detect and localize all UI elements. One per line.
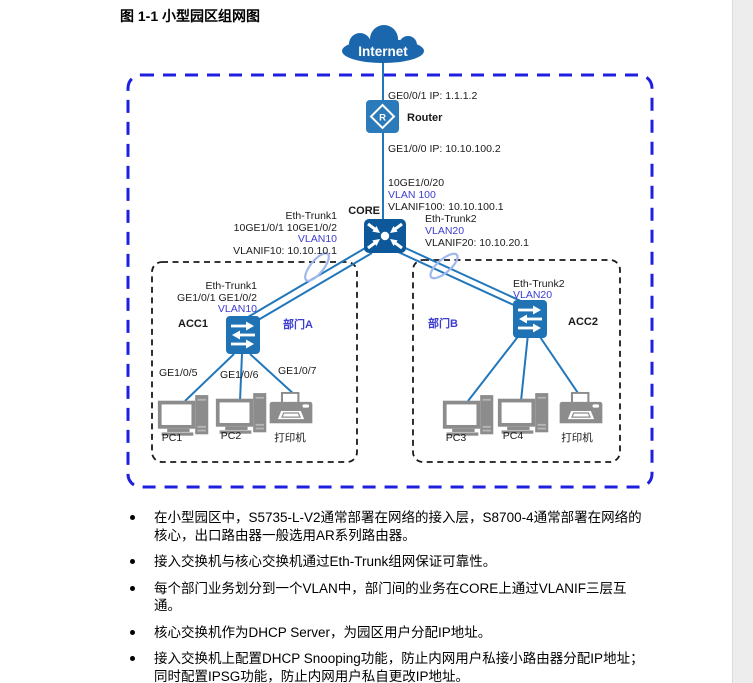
core-uplink-vlanif-label: VLANIF100: 10.10.100.1 [388, 201, 504, 213]
notes-list: 在小型园区中，S5735-L-V2通常部署在网络的接入层，S8700-4通常部署… [128, 509, 644, 683]
page-side-gutter [732, 0, 753, 683]
acc1-vlan-label: VLAN10 [218, 303, 257, 315]
core-name-label: CORE [348, 205, 380, 217]
acc1-port-ge107-label: GE1/0/7 [278, 365, 317, 377]
core-trunk1-vlan-label: VLAN10 [298, 233, 337, 245]
link-acc2-pc4 [520, 333, 529, 402]
core-trunk1-ports-label: 10GE1/0/1 10GE1/0/2 [234, 222, 337, 234]
acc1-port-ge106-label: GE1/0/6 [220, 369, 259, 381]
svg-text:R: R [379, 113, 386, 124]
bullet-icon [130, 656, 135, 661]
acc1-ports-label: GE1/0/1 GE1/0/2 [177, 292, 257, 304]
router-name-label: Router [407, 112, 443, 124]
network-links [184, 58, 581, 402]
pc4-label: PC4 [503, 430, 524, 442]
core-uplink-port-label: 10GE1/0/20 [388, 177, 444, 189]
core-trunk2-name-label: Eth-Trunk2 [425, 213, 477, 225]
acc1-switch-icon [226, 316, 260, 354]
note-text: 接入交换机上配置DHCP Snooping功能，防止内网用户私接小路由器分配IP… [154, 651, 644, 683]
note-text: 接入交换机与核心交换机通过Eth-Trunk组网保证可靠性。 [154, 554, 497, 569]
eth-trunk2-ring-icon [429, 252, 459, 280]
acc2-vlan-label: VLAN20 [513, 289, 552, 301]
printer-a-label: 打印机 [274, 431, 306, 444]
network-topology-diagram: Internet R [126, 25, 654, 489]
note-text: 在小型园区中，S5735-L-V2通常部署在网络的接入层，S8700-4通常部署… [154, 510, 642, 543]
pc3-label: PC3 [446, 432, 467, 444]
core-trunk1-name-label: Eth-Trunk1 [285, 210, 337, 222]
core-switch-icon [364, 219, 406, 253]
link-acc1-pc1 [184, 353, 235, 402]
pc4-icon [497, 393, 549, 434]
core-trunk1-vlanif-label: VLANIF10: 10.10.10.1 [233, 245, 337, 257]
bullet-icon [130, 515, 135, 520]
acc2-switch-icon [513, 300, 547, 338]
link-acc2-printer [537, 333, 581, 397]
note-item: 接入交换机上配置DHCP Snooping功能，防止内网用户私接小路由器分配IP… [128, 650, 644, 683]
trunk-link-core-acc2 [395, 245, 524, 308]
note-item: 接入交换机与核心交换机通过Eth-Trunk组网保证可靠性。 [128, 553, 644, 571]
department-b-box [412, 259, 621, 463]
note-item: 每个部门业务划分到一个VLAN中，部门间的业务在CORE上通过VLANIF三层互… [128, 580, 644, 615]
note-text: 核心交换机作为DHCP Server，为园区用户分配IP地址。 [154, 624, 492, 640]
router-icon: R [366, 100, 399, 133]
pc2-icon [215, 393, 267, 434]
internet-cloud-icon: Internet [342, 25, 424, 63]
router-lan-port-label: GE1/0/0 IP: 10.10.100.2 [388, 143, 501, 155]
pc3-icon [442, 395, 494, 436]
core-trunk2-vlanif-label: VLANIF20: 10.10.20.1 [425, 237, 529, 249]
link-acc1-pc2 [239, 353, 243, 402]
eth-trunk1-ring-icon [304, 252, 330, 282]
acc1-name-label: ACC1 [178, 318, 208, 330]
trunk-link-core-acc1 [247, 246, 373, 324]
pc2-label: PC2 [221, 430, 242, 442]
core-uplink-vlan-label: VLAN 100 [388, 189, 436, 201]
core-trunk2-vlan-label: VLAN20 [425, 225, 464, 237]
acc2-trunk-label: Eth-Trunk2 [513, 278, 565, 290]
acc1-port-ge105-label: GE1/0/5 [159, 367, 198, 379]
printer-b-label: 打印机 [561, 431, 593, 444]
note-item: 核心交换机作为DHCP Server，为园区用户分配IP地址。 [128, 624, 644, 642]
printer-b-icon [558, 392, 604, 425]
department-a-box [151, 261, 358, 463]
link-acc1-printer [249, 353, 297, 397]
bullet-icon [130, 585, 135, 591]
bullet-icon [130, 629, 135, 635]
link-acc2-pc3 [467, 333, 521, 402]
figure-title: 图 1-1 小型园区组网图 [120, 8, 261, 24]
department-a-label: 部门A [283, 317, 313, 331]
pc1-icon [157, 395, 209, 436]
bullet-icon [130, 559, 135, 564]
note-text: 每个部门业务划分到一个VLAN中，部门间的业务在CORE上通过VLANIF三层互… [154, 580, 627, 614]
acc2-name-label: ACC2 [568, 316, 598, 328]
printer-a-icon [268, 392, 314, 425]
note-item: 在小型园区中，S5735-L-V2通常部署在网络的接入层，S8700-4通常部署… [128, 509, 644, 544]
pc1-label: PC1 [162, 432, 183, 444]
campus-boundary-box [126, 73, 654, 489]
department-b-label: 部门B [428, 316, 458, 330]
internet-label: Internet [358, 44, 408, 59]
router-wan-port-label: GE0/0/1 IP: 1.1.1.2 [388, 90, 477, 102]
acc1-trunk-label: Eth-Trunk1 [205, 280, 257, 292]
